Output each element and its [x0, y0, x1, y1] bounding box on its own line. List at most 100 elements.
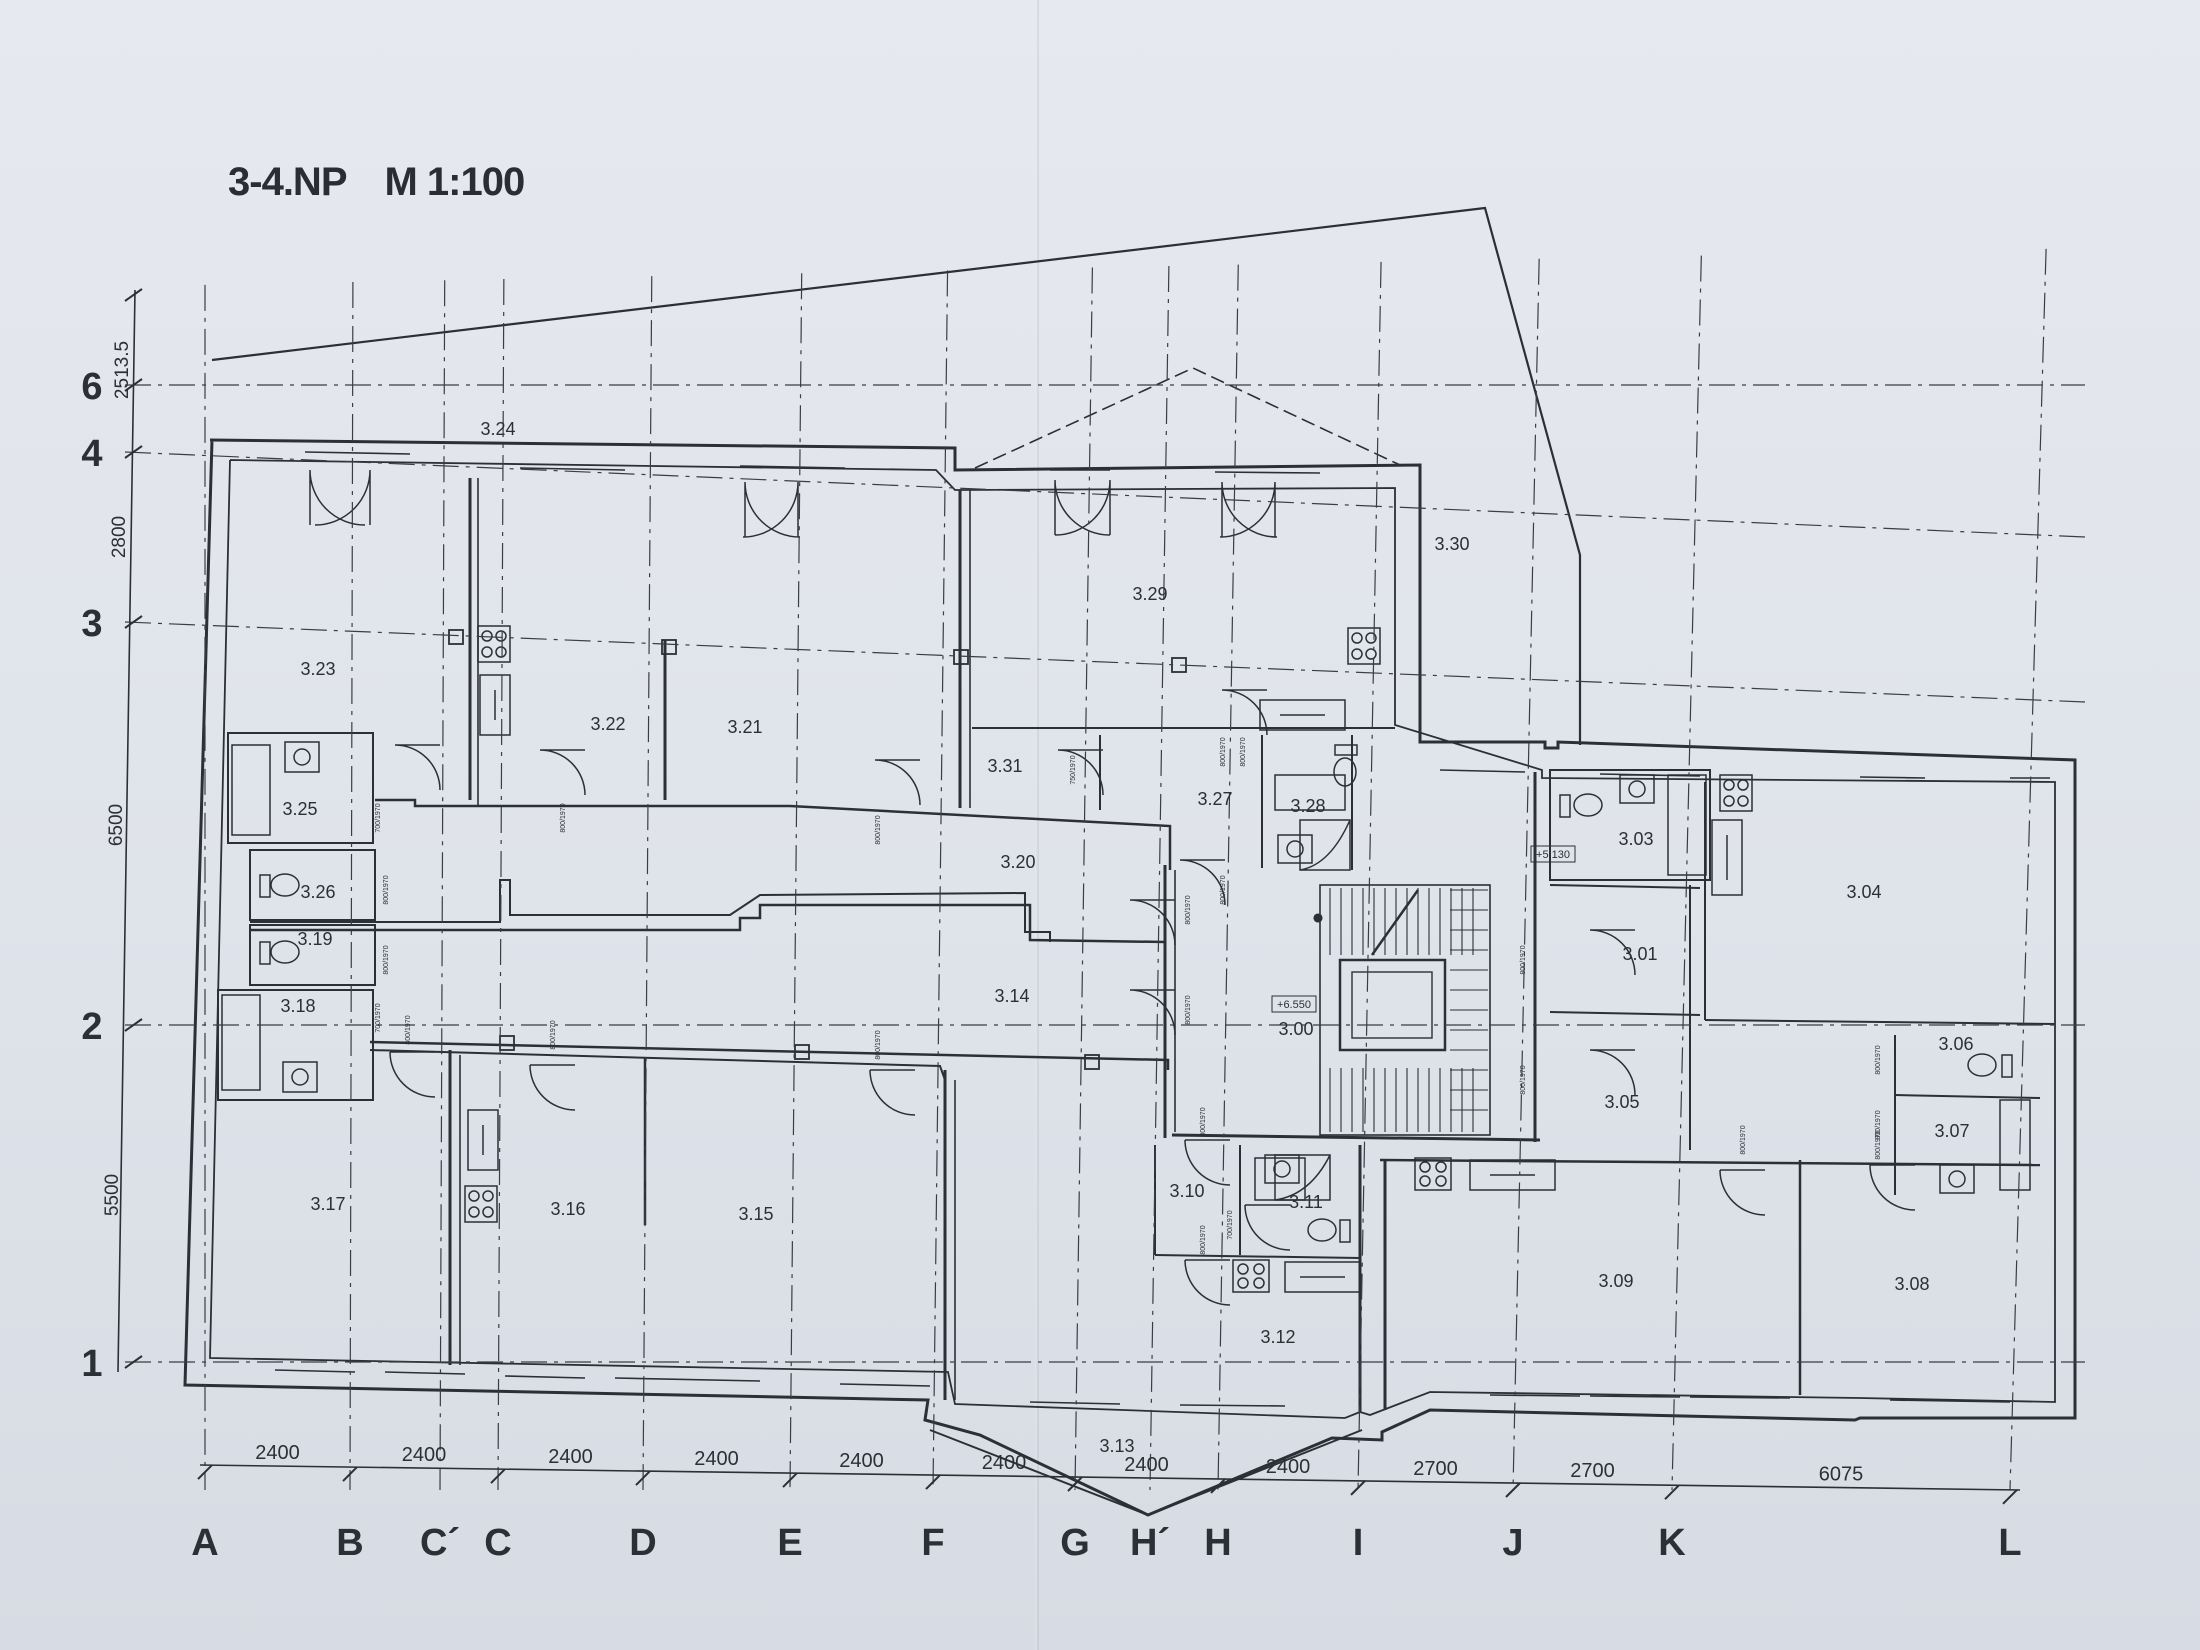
room-number: 3.23 — [300, 659, 335, 679]
shower-icon — [1299, 819, 1351, 871]
column-posts — [448, 629, 1187, 1070]
bathtub-icon — [1999, 1099, 2031, 1191]
dimension-label: 5500 — [102, 1174, 123, 1216]
room-number: 3.24 — [480, 419, 515, 439]
column-axis-line — [642, 276, 653, 1491]
door-swing — [1179, 859, 1226, 906]
dimension-label: 2513.5 — [112, 341, 133, 399]
door-swing — [1057, 749, 1104, 796]
corridor-wall-lower2 — [369, 1049, 946, 1081]
dormer-outline — [974, 367, 1401, 469]
room-number: 3.16 — [550, 1199, 585, 1219]
column-axis-line — [1357, 261, 1382, 1491]
room-number: 3.13 — [1099, 1436, 1134, 1456]
cooktop-icon — [477, 625, 511, 663]
bath-3.25 — [227, 732, 374, 844]
column-axis-line — [439, 280, 446, 1491]
room-number: 3.18 — [280, 996, 315, 1016]
column-axis-label: A — [191, 1522, 218, 1564]
dimension-label: 2400 — [839, 1450, 884, 1472]
column-axis-label: H´ — [1130, 1522, 1170, 1564]
dimension-label: 2400 — [982, 1452, 1027, 1474]
wall-3.12-top — [1154, 1254, 1361, 1259]
door-size-label: 800/1970 — [875, 1030, 882, 1059]
column-axis-line — [1217, 264, 1239, 1491]
column-axis-label: H — [1204, 1522, 1231, 1564]
room-number: 3.08 — [1894, 1274, 1929, 1294]
kitchen-sink-icon — [1284, 1261, 1361, 1293]
room-number: 3.11 — [1289, 1192, 1323, 1212]
floor-label: 3-4.NP — [228, 160, 347, 204]
door-size-label: 700/1970 — [375, 1003, 382, 1032]
inner-wall-outline — [209, 459, 2056, 1419]
sink-icon — [1619, 774, 1655, 804]
door-swing — [1869, 1164, 1916, 1211]
door-size-label: 800/1970 — [550, 1020, 557, 1049]
door-size-label: 800/1970 — [1520, 1065, 1527, 1094]
kitchen-sink-icon — [479, 674, 511, 736]
room-number: 3.30 — [1434, 534, 1469, 554]
door-swing — [869, 1069, 916, 1116]
row-axis-label: 3 — [81, 603, 102, 645]
room-number: 3.26 — [300, 882, 335, 902]
outer-wall — [183, 438, 2077, 1517]
door-swing — [529, 1064, 576, 1111]
kitchen-sink-icon — [1259, 699, 1346, 731]
door-size-label: 800/1970 — [1875, 1045, 1882, 1074]
room-number: 3.28 — [1290, 796, 1325, 816]
room-number: 3.07 — [1934, 1121, 1969, 1141]
toilet-icon — [259, 873, 300, 898]
bathtub-icon — [221, 994, 261, 1091]
bath-3.19 — [249, 924, 376, 986]
shower-icon — [1274, 1154, 1331, 1201]
room-number: 3.03 — [1618, 829, 1653, 849]
row-axis-line — [124, 451, 2086, 538]
column-axis-line — [1512, 258, 1540, 1491]
dimension-label: 2700 — [1570, 1460, 1615, 1482]
dimension-label: 2800 — [109, 516, 130, 558]
column-axis-line — [497, 279, 505, 1491]
sink-icon — [1264, 1154, 1300, 1184]
toilet-icon — [1307, 1218, 1351, 1243]
door-swing — [1589, 1049, 1636, 1096]
row-axis-label: 4 — [81, 433, 102, 475]
door-swing — [389, 1051, 436, 1098]
door-size-label: 800/1970 — [875, 815, 882, 844]
column-axis-label: B — [336, 1522, 363, 1564]
wall-3.04-bottom — [1704, 1019, 2056, 1025]
column-axis-label: C´ — [420, 1522, 460, 1564]
room-number: 3.27 — [1197, 789, 1232, 809]
kitchen-sink-icon — [1711, 819, 1743, 896]
room-number: 3.17 — [310, 1194, 345, 1214]
dimension-label: 2400 — [548, 1446, 593, 1468]
sink-icon — [1939, 1164, 1975, 1194]
room-number: 3.01 — [1622, 944, 1657, 964]
door-swing — [1054, 479, 1111, 536]
stair-treads — [1313, 888, 1488, 1132]
bath-3.18 — [217, 989, 374, 1101]
cooktop-icon — [1719, 774, 1753, 812]
bottom-balcony — [929, 1429, 1363, 1517]
cooktop-icon — [464, 1185, 498, 1223]
wall-3.09-top — [1379, 1158, 2041, 1167]
door-size-label: 800/1970 — [405, 1015, 412, 1044]
doors — [309, 469, 1916, 1306]
door-swing — [1054, 479, 1111, 536]
column-axis-label: C — [484, 1522, 511, 1564]
door-swing — [874, 759, 921, 806]
door-size-label: 800/1970 — [1520, 945, 1527, 974]
door-size-label: 800/1970 — [1875, 1110, 1882, 1139]
cooktop-icon — [1347, 627, 1381, 665]
room-number: 3.19 — [297, 929, 332, 949]
door-size-label: 800/1970 — [383, 875, 390, 904]
door-swing — [1129, 899, 1176, 946]
door-swing — [309, 469, 366, 526]
paper-fold — [1035, 0, 1039, 1650]
toilet-icon — [1333, 744, 1358, 787]
row-axis-label: 2 — [81, 1006, 102, 1048]
door-swing — [1184, 1139, 1231, 1186]
door-swing — [1184, 1259, 1231, 1306]
